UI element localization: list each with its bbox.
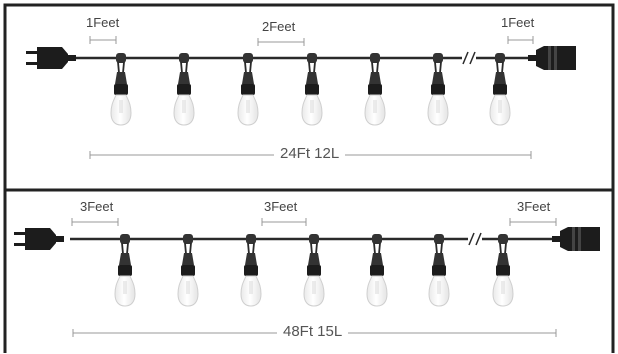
cable-break-icon	[468, 232, 482, 246]
spacing-dimension-line	[261, 218, 307, 226]
top-length-label: 24Ft 12L	[274, 146, 346, 161]
bulb-icon	[237, 53, 259, 126]
bulb-icon	[173, 53, 195, 126]
spacing-dimension-line	[257, 38, 305, 46]
spacing-dimension-line	[89, 36, 117, 44]
top-spacing-label-right: 1Feet	[501, 15, 535, 30]
male-plug-icon	[26, 47, 76, 69]
bulb-icon	[177, 234, 199, 307]
bottom-spacing-label-right: 3Feet	[517, 199, 551, 214]
bulb-icon	[364, 53, 386, 126]
top-strand	[26, 36, 576, 159]
spacing-dimension-line	[71, 218, 119, 226]
bottom-strand	[14, 218, 600, 337]
bottom-spacing-label-left: 3Feet	[80, 199, 114, 214]
female-connector-icon	[552, 227, 600, 251]
bottom-spacing-label-middle: 3Feet	[264, 199, 298, 214]
bulb-icon	[489, 53, 511, 126]
male-plug-icon	[14, 228, 64, 250]
bulb-icon	[301, 53, 323, 126]
bulb-icon	[366, 234, 388, 307]
bulb-icon	[110, 53, 132, 126]
bulb-icon	[114, 234, 136, 307]
spacing-dimension-line	[507, 36, 534, 44]
spacing-dimension-line	[509, 218, 557, 226]
bottom-length-label: 48Ft 15L	[277, 324, 349, 339]
bulb-icon	[240, 234, 262, 307]
bulb-icon	[427, 53, 449, 126]
female-connector-icon	[528, 46, 576, 70]
bulb-icon	[428, 234, 450, 307]
cable-break-icon	[462, 51, 476, 65]
bulb-icon	[303, 234, 325, 307]
top-spacing-label-left: 1Feet	[86, 15, 120, 30]
diagram-frame	[3, 3, 615, 353]
top-spacing-label-middle: 2Feet	[262, 19, 296, 34]
bulb-icon	[492, 234, 514, 307]
